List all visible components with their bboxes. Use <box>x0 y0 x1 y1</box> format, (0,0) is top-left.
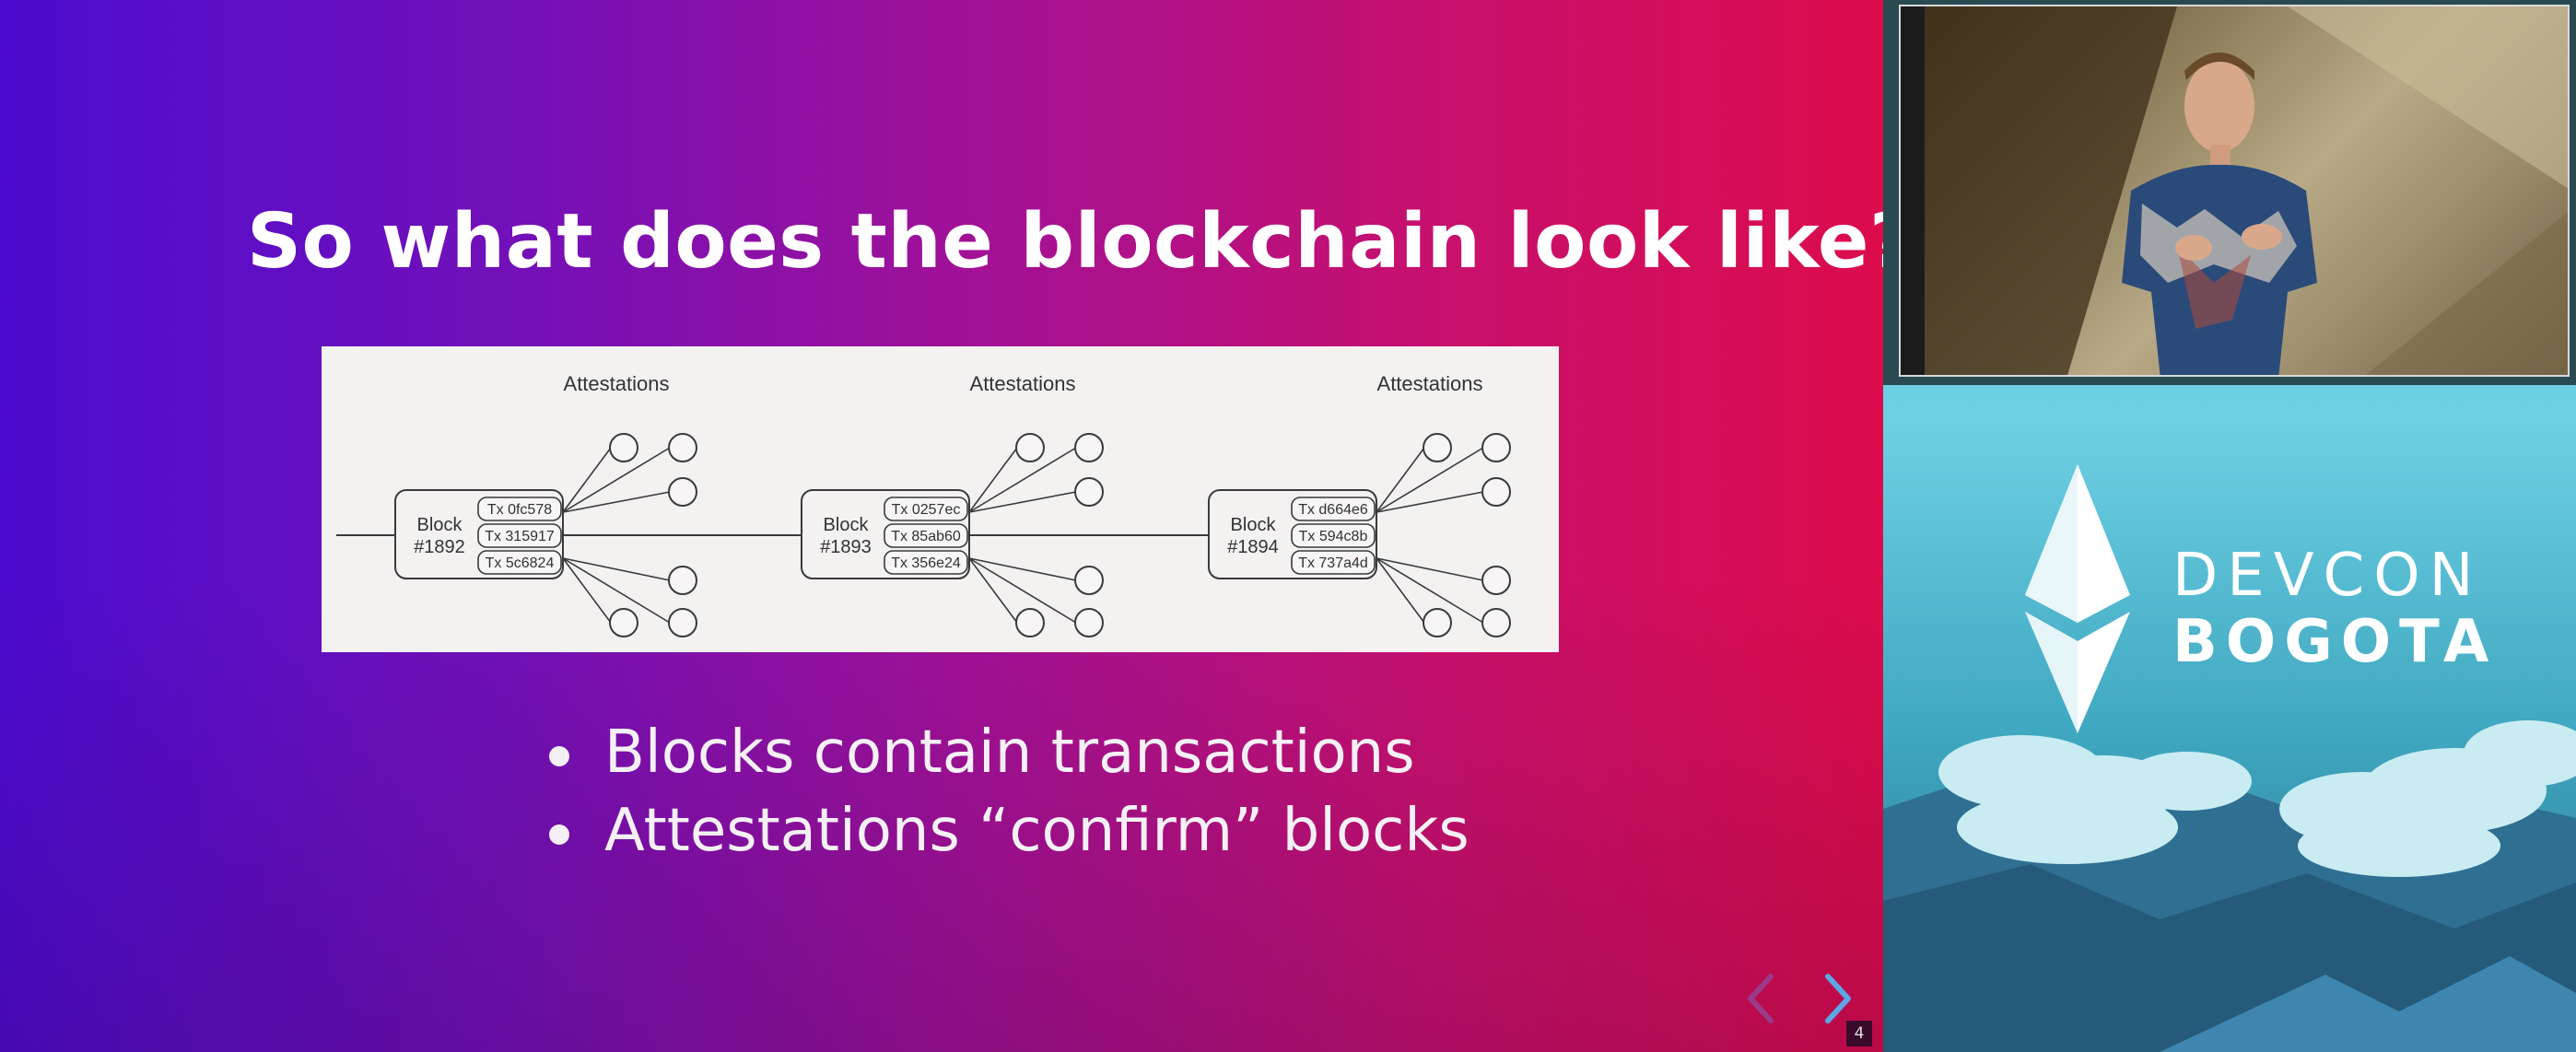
attestation-link <box>968 557 1077 581</box>
devcon-side-panel: DEVCON BOGOTA <box>1883 0 2576 1052</box>
attestation-link <box>968 557 1018 624</box>
attestation-link <box>968 557 1077 624</box>
attestation-node <box>1481 566 1511 595</box>
attestations-label: Attestations <box>564 372 670 395</box>
attestation-link <box>1376 557 1484 581</box>
block-number: #1892 <box>414 537 465 557</box>
transaction-pill <box>884 523 968 548</box>
attestation-node <box>1481 608 1511 637</box>
attestation-link <box>562 447 612 513</box>
transaction-id: Tx 85ab60 <box>891 529 961 544</box>
attestation-link <box>1376 447 1484 513</box>
transaction-id: Tx 315917 <box>485 529 555 544</box>
attestation-link <box>562 491 671 513</box>
transaction-id: Tx 737a4d <box>1298 555 1368 571</box>
bullet-text: Blocks contain transactions <box>604 719 1415 787</box>
attestation-node <box>609 433 638 462</box>
attestation-link <box>562 447 671 513</box>
attestation-link <box>562 557 671 581</box>
speaker-video-image <box>1901 6 2568 375</box>
block-label: Block <box>824 515 870 535</box>
attestation-link <box>968 447 1018 513</box>
transaction-pill <box>1291 550 1376 575</box>
transaction-id: Tx 5c6824 <box>486 555 555 571</box>
attestation-link <box>968 447 1077 513</box>
transaction-id: Tx 0fc578 <box>487 502 552 518</box>
block-label: Block <box>417 515 463 535</box>
transaction-pill <box>1291 497 1376 521</box>
block-number: #1893 <box>820 537 872 557</box>
transaction-id: Tx d664e6 <box>1298 502 1368 518</box>
attestation-node <box>1074 608 1104 637</box>
ethereum-diamond-icon <box>2025 464 2130 733</box>
attestation-node <box>1074 433 1104 462</box>
attestation-link <box>968 491 1077 513</box>
bullet-list: Blocks contain transactions Attestations… <box>544 714 1469 871</box>
attestation-node <box>609 608 638 637</box>
transaction-pill <box>884 550 968 575</box>
devcon-branding: DEVCON BOGOTA <box>1883 385 2576 1052</box>
attestation-node <box>668 566 697 595</box>
bogota-wordmark: BOGOTA <box>2172 608 2498 676</box>
chevron-right-icon <box>1825 974 1851 1023</box>
attestation-link <box>562 557 612 624</box>
attestation-node <box>1074 566 1104 595</box>
attestation-link <box>1376 557 1425 624</box>
block-number: #1894 <box>1227 537 1279 557</box>
attestations-label: Attestations <box>1377 372 1483 395</box>
bullet-item: Blocks contain transactions <box>544 714 1469 792</box>
attestation-link <box>1376 491 1484 513</box>
transaction-id: Tx 0257ec <box>892 502 961 518</box>
transaction-id: Tx 356e24 <box>891 555 961 571</box>
bullet-dot <box>549 824 569 845</box>
transaction-pill <box>477 550 562 575</box>
attestation-node <box>1015 433 1045 462</box>
speaker-camera-feed <box>1899 5 2570 377</box>
bullet-item: Attestations “confirm” blocks <box>544 792 1469 871</box>
attestation-node <box>1423 433 1452 462</box>
transaction-pill <box>1291 523 1376 548</box>
attestation-link <box>1376 447 1425 513</box>
bullet-text: Attestations “confirm” blocks <box>604 797 1469 865</box>
attestation-node <box>1481 477 1511 507</box>
bullet-dot <box>549 746 569 766</box>
attestation-node <box>1423 608 1452 637</box>
attestation-node <box>1481 433 1511 462</box>
slide-page-number: 4 <box>1846 1021 1872 1046</box>
block-label: Block <box>1231 515 1277 535</box>
attestation-node <box>668 477 697 507</box>
previous-slide-button[interactable] <box>1741 971 1782 1026</box>
attestation-node <box>1015 608 1045 637</box>
transaction-id: Tx 594c8b <box>1299 529 1368 544</box>
devcon-wordmark: DEVCON <box>2172 542 2483 610</box>
attestation-node <box>668 608 697 637</box>
attestation-link <box>1376 557 1484 624</box>
slide-title: So what does the blockchain look like? <box>247 198 1883 286</box>
attestations-label: Attestations <box>970 372 1076 395</box>
decorative-background <box>1883 464 2576 1052</box>
chevron-left-icon <box>1748 974 1774 1023</box>
transaction-pill <box>477 523 562 548</box>
next-slide-button[interactable] <box>1817 971 1857 1026</box>
attestation-node <box>1074 477 1104 507</box>
attestation-node <box>668 433 697 462</box>
attestation-link <box>562 557 671 624</box>
transaction-pill <box>477 497 562 521</box>
transaction-pill <box>884 497 968 521</box>
presentation-slide: So what does the blockchain look like? B… <box>0 0 1883 1052</box>
